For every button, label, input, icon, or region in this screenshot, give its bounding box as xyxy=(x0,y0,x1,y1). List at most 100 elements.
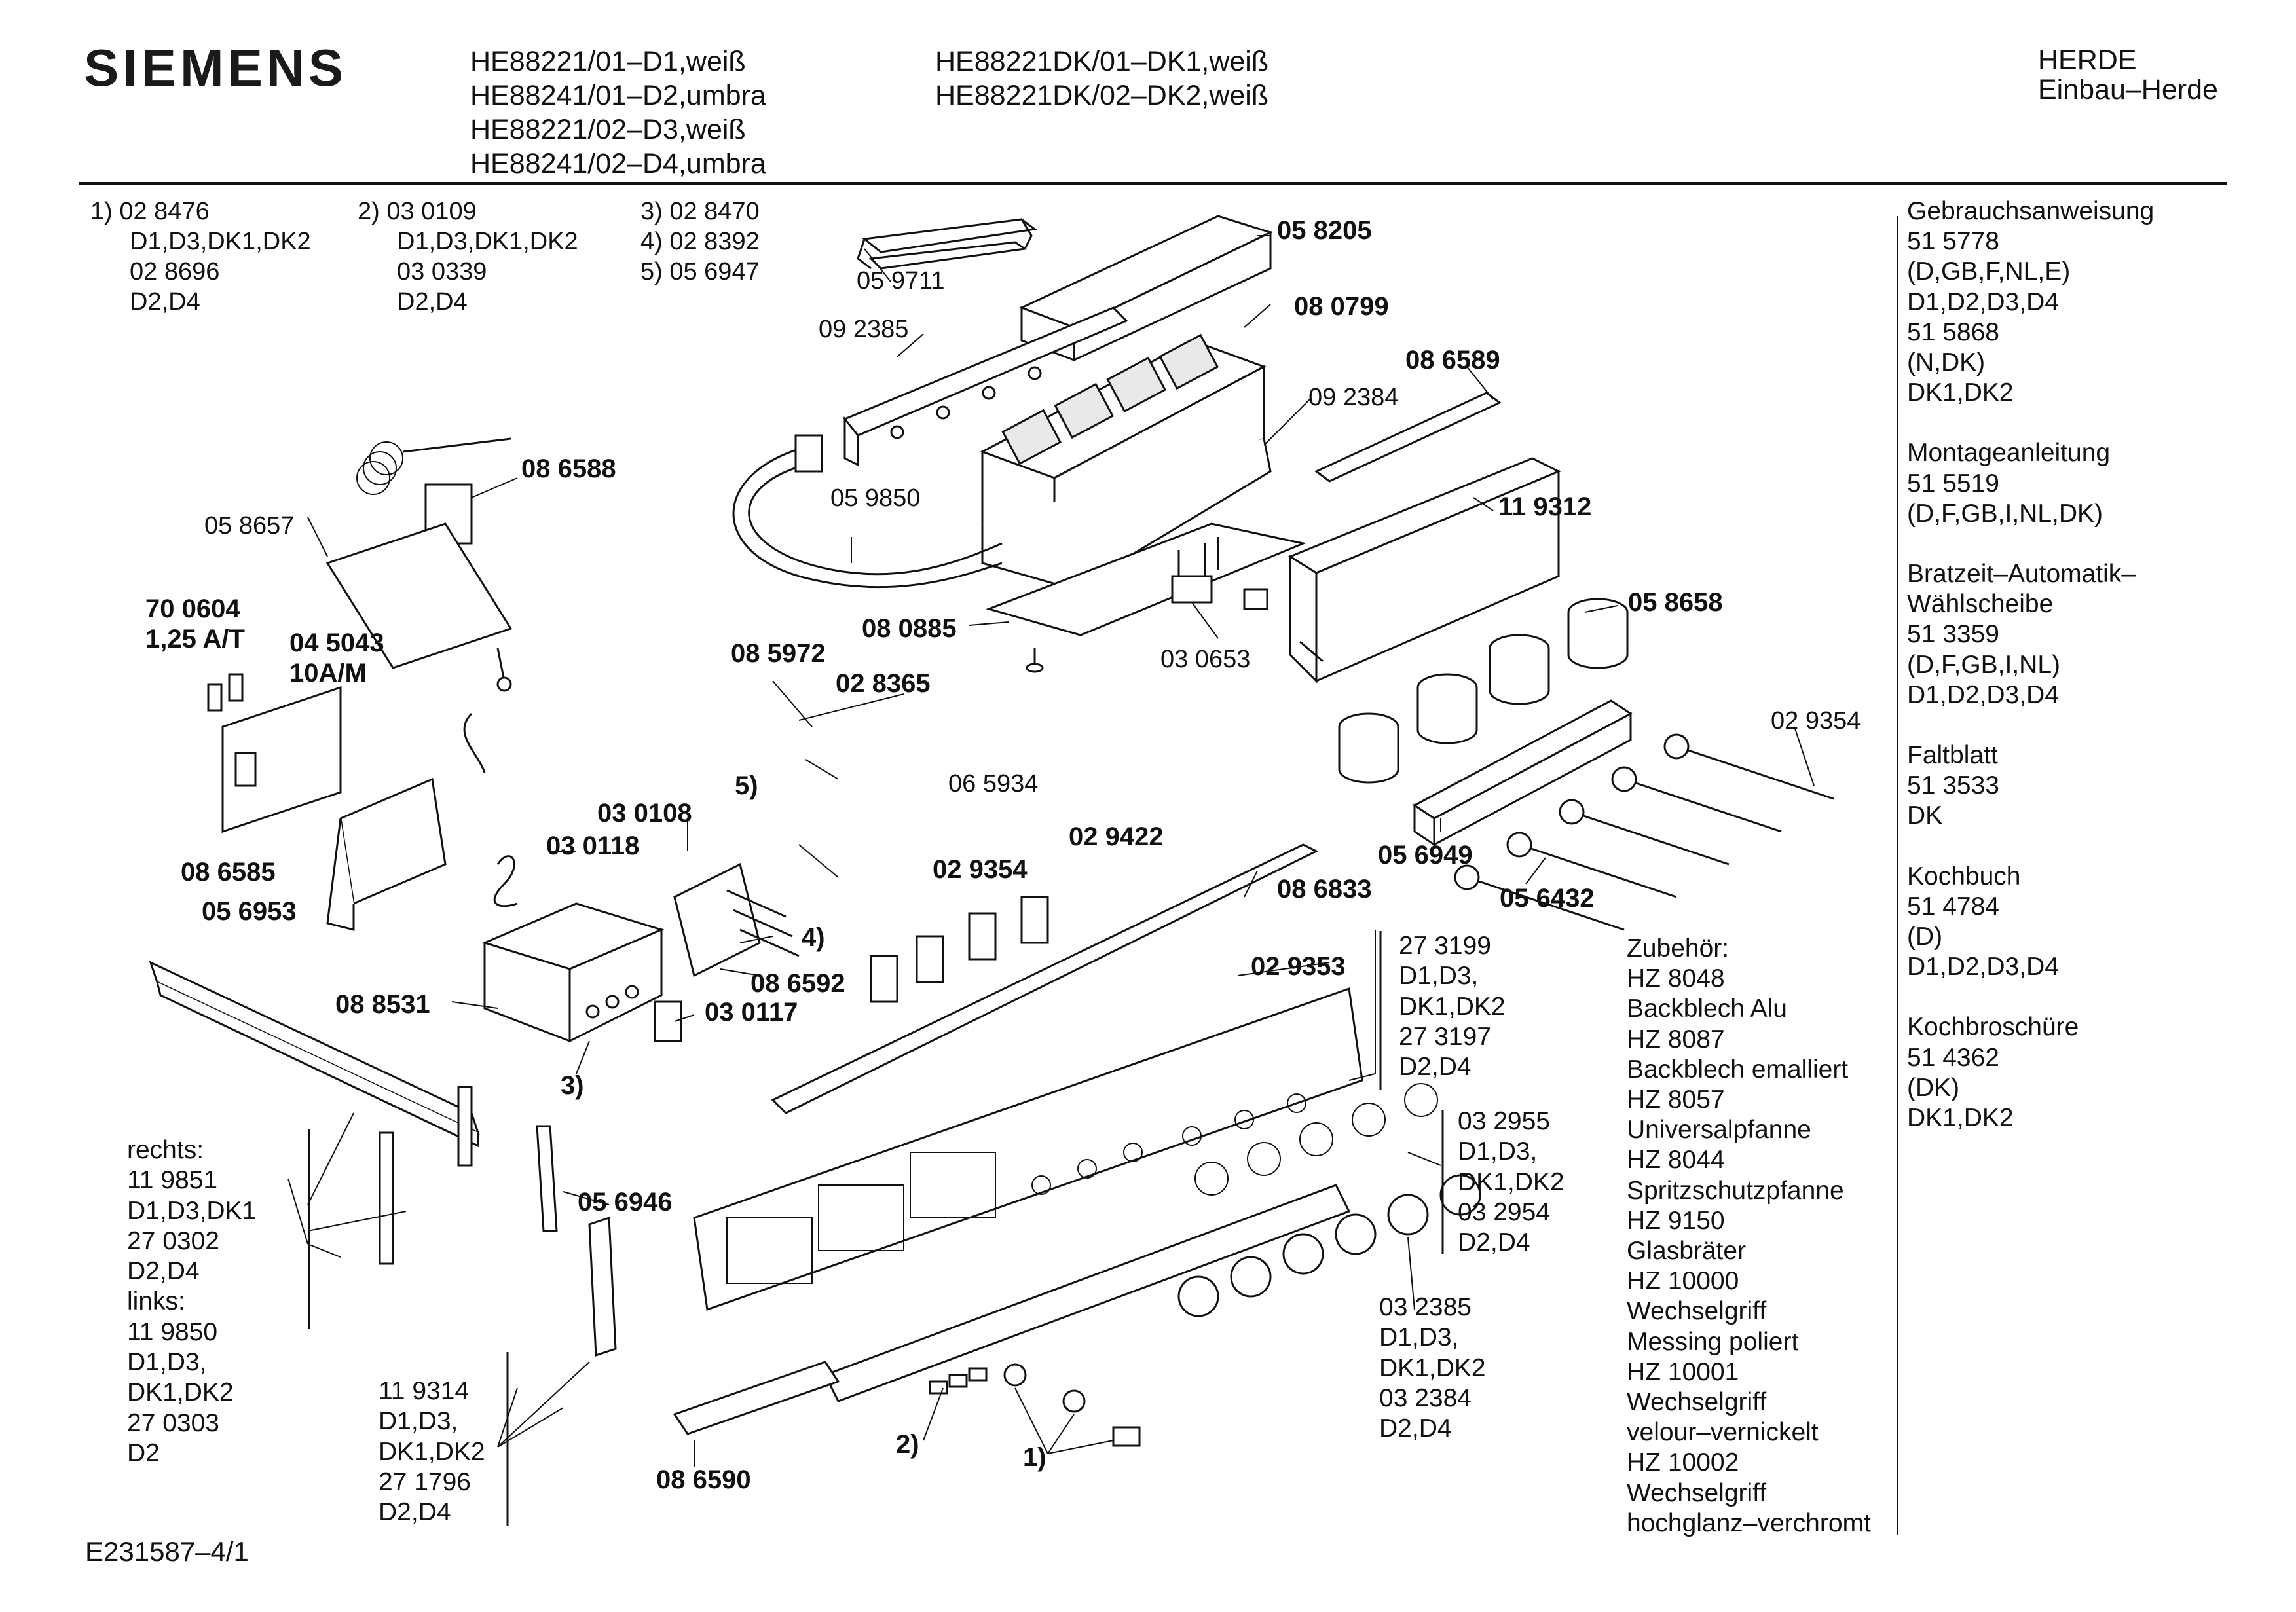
accessory-line: Universalpfanne xyxy=(1627,1116,1811,1145)
footnote-line: 4) 02 8392 xyxy=(640,228,760,255)
knob-rings-part xyxy=(1194,1083,1438,1196)
accessory-line: HZ 8044 xyxy=(1627,1146,1725,1175)
document-line: 51 5778 xyxy=(1907,227,1999,256)
footnote-line: 03 0339 xyxy=(397,258,487,285)
document-line: Gebrauchsanweisung xyxy=(1907,197,2155,225)
accessory-line: Wechselgriff xyxy=(1627,1388,1767,1417)
footnote-line: D1,D3,DK1,DK2 xyxy=(397,228,578,255)
accessories-list: Zubehör: HZ 8048 Backblech Alu HZ 8087 B… xyxy=(1627,934,1871,1539)
leader-lines xyxy=(287,235,1815,1467)
accessory-line: Messing poliert xyxy=(1627,1327,1799,1356)
mounting-plate-part xyxy=(986,522,1307,673)
part-label: 02 9354 xyxy=(933,855,1028,884)
ref-line: DK1,DK2 xyxy=(1458,1167,1565,1196)
part-label: 08 6592 xyxy=(750,969,845,998)
accessory-line: Wechselgriff xyxy=(1627,1478,1767,1507)
siemens-logo: SIEMENS xyxy=(84,39,348,97)
ref-line: 03 2384 xyxy=(1379,1383,1472,1412)
document-line: Bratzeit–Automatik– xyxy=(1907,560,2136,589)
part-label: 05 6949 xyxy=(1378,841,1473,870)
document-line: D1,D2,D3,D4 xyxy=(1907,953,2059,981)
footnote-line: 3) 02 8470 xyxy=(640,198,760,225)
document-line: DK1,DK2 xyxy=(1907,378,2014,407)
footnote-2: 2) 03 0109 D1,D3,DK1,DK2 03 0339 D2,D4 xyxy=(358,196,578,317)
document-line: Faltblatt xyxy=(1907,741,1998,770)
ref-line: D2,D4 xyxy=(127,1257,200,1286)
part-label: 11 9312 xyxy=(1498,492,1592,521)
ref-line: 27 3197 xyxy=(1399,1022,1491,1051)
ref-line: D1,D3, xyxy=(379,1407,458,1436)
switch-block-part xyxy=(980,333,1272,591)
document-line: DK1,DK2 xyxy=(1907,1104,2014,1133)
accessory-line: Backblech Alu xyxy=(1627,995,1787,1023)
header-divider xyxy=(79,182,2227,185)
part-label: 05 6953 xyxy=(202,897,297,926)
part-label: 03 0118 xyxy=(546,832,640,860)
document-line: (D,GB,F,NL,E) xyxy=(1907,257,2071,286)
part-label: 02 9354 xyxy=(1771,707,1861,735)
switch-module-part xyxy=(654,862,800,1042)
model-line: HE88221DK/01–DK1,weiß xyxy=(935,46,1269,77)
part-label: 05 6946 xyxy=(578,1188,673,1217)
footnote-line: 1) 02 8476 xyxy=(90,198,210,225)
document-spacer xyxy=(1907,408,2154,438)
part-label: 05 8205 xyxy=(1277,216,1372,245)
part-label: 08 6590 xyxy=(656,1465,751,1494)
part-label: 5) xyxy=(735,771,758,800)
model-line: HE88221DK/02–DK2,weiß xyxy=(935,80,1269,111)
footnote-3: 3) 02 8470 4) 02 8392 5) 05 6947 xyxy=(640,196,760,287)
footnote-line: 02 8696 xyxy=(130,258,220,285)
fuse-board-part xyxy=(207,673,486,833)
document-line: (D,F,GB,I,NL) xyxy=(1907,650,2061,679)
document-line: 51 3359 xyxy=(1907,620,1999,649)
ref-line: rechts: xyxy=(127,1136,204,1164)
documents-column-divider xyxy=(1897,216,1898,1535)
ref-line: D2,D4 xyxy=(1379,1414,1452,1443)
part-label: 03 0653 xyxy=(1160,646,1251,673)
document-line: (N,DK) xyxy=(1907,348,1986,377)
ref-line: 27 3199 xyxy=(1399,932,1491,960)
category-line: HERDE xyxy=(2038,45,2137,76)
ref-line: D2 xyxy=(127,1438,160,1467)
ref-line: D1,D3,DK1 xyxy=(127,1196,257,1225)
document-line: 51 4784 xyxy=(1907,892,1999,921)
trim-strip-part xyxy=(771,843,1319,1114)
timer-knob-caps-part xyxy=(1338,598,1629,784)
footnote-line: 2) 03 0109 xyxy=(358,198,477,225)
ref-line: D1,D3, xyxy=(1458,1137,1538,1166)
document-spacer xyxy=(1907,710,2154,741)
accessory-line: Spritzschutzpfanne xyxy=(1627,1176,1844,1205)
ref-block-032955: 03 2955 D1,D3, DK1,DK2 03 2954 D2,D4 xyxy=(1458,1107,1565,1258)
accessory-line: velour–vernickelt xyxy=(1627,1418,1819,1447)
part-label: 2) xyxy=(896,1430,919,1459)
model-line: HE88241/01–D2,umbra xyxy=(470,80,766,111)
model-list-left: HE88221/01–D1,weiß HE88241/01–D2,umbra H… xyxy=(470,45,766,181)
control-knobs-part xyxy=(1177,1174,1481,1317)
footnote-line: D2,D4 xyxy=(130,288,200,316)
timer-module-part xyxy=(481,855,665,1043)
ref-line: D1,D3, xyxy=(1399,962,1479,991)
footnote-line: D1,D3,DK1,DK2 xyxy=(130,228,311,255)
ref-line: DK1,DK2 xyxy=(127,1378,234,1407)
side-rail-part xyxy=(149,961,480,1265)
footnote-line: 5) 05 6947 xyxy=(640,258,760,285)
document-line: Kochbroschüre xyxy=(1907,1013,2079,1042)
ref-line: links: xyxy=(127,1287,185,1316)
part-label: 05 8657 xyxy=(204,512,295,540)
part-label: 02 9422 xyxy=(1069,822,1164,851)
knob-frame-part xyxy=(1287,392,1561,684)
drawing-id: E231587–4/1 xyxy=(85,1536,249,1567)
part-label: 05 6432 xyxy=(1500,884,1595,913)
ref-line: DK1,DK2 xyxy=(1379,1353,1486,1382)
flat-cable-part xyxy=(732,434,1003,589)
part-label: 08 6833 xyxy=(1277,875,1372,904)
part-label: 10A/M xyxy=(289,659,367,687)
part-label: 4) xyxy=(802,923,825,952)
ref-line: DK1,DK2 xyxy=(379,1437,485,1466)
ref-block-273199: 27 3199 D1,D3, DK1,DK2 27 3197 D2,D4 xyxy=(1399,931,1506,1082)
part-label: 02 9353 xyxy=(1251,952,1346,981)
document-spacer xyxy=(1907,529,2154,559)
part-label: 05 9850 xyxy=(830,485,921,512)
ribbon-strap-part xyxy=(857,218,1037,270)
category-line: Einbau–Herde xyxy=(2038,74,2218,105)
